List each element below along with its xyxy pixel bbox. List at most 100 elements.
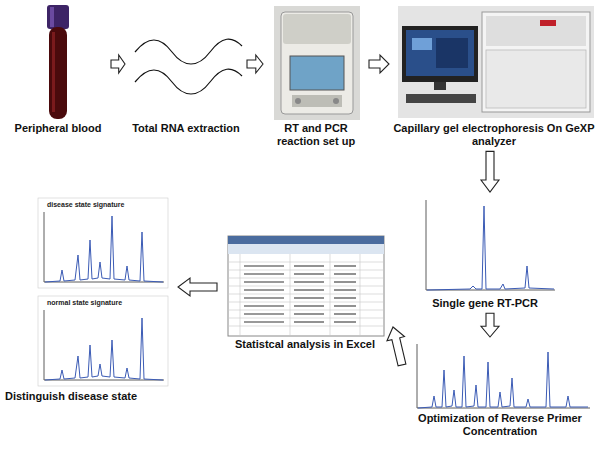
single-gene-chromatogram-part (426, 200, 555, 290)
excel-screenshot-part-part (290, 254, 291, 336)
excel-screenshot (228, 236, 384, 336)
step-caption: Peripheral blood (8, 122, 108, 135)
process-step: Optimization of Reverse Primer Concentra… (405, 340, 595, 438)
blood-tube-part (49, 27, 67, 119)
process-step: Statistcal analysis in Excel (220, 232, 390, 351)
thermocycler-photo-part (281, 12, 353, 114)
excel-screenshot-part-part (334, 321, 356, 323)
single-gene-chromatogram (412, 198, 558, 296)
excel-screenshot-part-part (334, 305, 356, 307)
flow-arrow (369, 55, 389, 73)
excel-screenshot-part-part (244, 313, 284, 315)
gexp-analyzer-photo-part (436, 38, 468, 68)
excel-screenshot-part-part (294, 273, 324, 275)
single-gene-chromatogram-part (427, 206, 554, 290)
excel-screenshot-part-part (228, 262, 384, 263)
excel-screenshot-part-part (228, 286, 384, 287)
excel-screenshot-part-part (228, 310, 384, 311)
excel-screenshot-part-part (244, 281, 284, 283)
thermocycler-photo-part (295, 98, 301, 104)
gexp-analyzer-photo-part (412, 38, 432, 50)
gexp-analyzer-photo-part (398, 6, 594, 118)
process-step: Peripheral blood (8, 4, 108, 135)
optimization-chromatogram-part (418, 352, 588, 408)
excel-screenshot-part-part (228, 326, 384, 327)
blood-tube-part (50, 7, 54, 27)
flow-arrow (111, 55, 125, 73)
excel-screenshot-part (228, 244, 384, 254)
gexp-analyzer-photo-part (406, 30, 474, 76)
excel-screenshot-part-part (334, 281, 356, 283)
signature-chromatograms (38, 198, 168, 386)
excel-screenshot-part (228, 254, 384, 336)
thermocycler-photo-part (283, 14, 351, 44)
excel-screenshot-part-part (240, 254, 241, 336)
process-step: Single gene RT-PCR (410, 195, 560, 310)
excel-screenshot-part-part (330, 254, 331, 336)
gexp-analyzer-photo-part (434, 82, 446, 90)
excel-screenshot-part (228, 236, 384, 244)
process-step: Capillary gel electrophoresis On GeXP an… (392, 4, 596, 148)
process-step: RT and PCR reaction set up (266, 4, 366, 148)
excel-screenshot-part-part (294, 265, 324, 267)
excel-screenshot-part-part (334, 265, 356, 267)
excel-screenshot-part-part (244, 305, 284, 307)
step-caption: Single gene RT-PCR (410, 297, 560, 310)
excel-screenshot-part-part (244, 265, 284, 267)
rna-strands-part (135, 69, 242, 94)
chart-label: disease state signature (47, 201, 124, 209)
gexp-analyzer-photo-part (402, 26, 478, 82)
excel-screenshot-part-part (334, 289, 356, 291)
gexp-analyzer-photo (398, 6, 594, 118)
excel-screenshot-part-part (228, 294, 384, 295)
step-caption: RT and PCR reaction set up (266, 122, 366, 148)
excel-screenshot-part-part (244, 321, 284, 323)
flow-arrow (481, 151, 499, 192)
signature-chromatograms-part (38, 296, 168, 386)
flow-arrow (247, 55, 263, 73)
rna-strands (135, 39, 242, 94)
signature-chromatograms-part (44, 310, 164, 380)
excel-screenshot-part-part (244, 273, 284, 275)
blood-tube (47, 5, 69, 119)
excel-screenshot-part-part (228, 278, 384, 279)
thermocycler-photo-part (292, 95, 342, 107)
excel-screenshot-part-part (360, 254, 361, 336)
signature-chromatograms-part (45, 216, 163, 282)
step-caption: Optimization of Reverse Primer Concentra… (405, 412, 595, 438)
blood-tube-part (52, 32, 55, 112)
gexp-analyzer-photo-part (482, 12, 590, 112)
signature-chromatograms-part (38, 198, 168, 288)
signature-chromatograms-part (44, 212, 164, 282)
process-step: Distinguish disease state (5, 190, 175, 403)
step-caption: Distinguish disease state (5, 390, 175, 403)
gexp-analyzer-photo-part (406, 94, 476, 103)
excel-screenshot-part-part (244, 289, 284, 291)
excel-screenshot-part-part (334, 297, 356, 299)
blood-tube-part (47, 5, 69, 29)
excel-screenshot-part-part (294, 289, 324, 291)
gexp-analyzer-photo-part (486, 16, 586, 46)
flow-arrow (481, 313, 499, 337)
thermocycler-photo-part (290, 56, 344, 90)
thermocycler-photo (274, 6, 360, 120)
thermocycler-photo-part (274, 6, 360, 120)
step-caption: Total RNA extraction (128, 122, 244, 135)
single-gene-chromatogram-part (412, 198, 558, 296)
gexp-analyzer-photo-part (540, 20, 556, 26)
optimization-chromatogram-part (417, 344, 590, 408)
excel-screenshot-part (244, 266, 356, 322)
excel-screenshot-part-part (294, 297, 324, 299)
excel-screenshot-part-part (294, 305, 324, 307)
gexp-analyzer-photo-part (486, 50, 586, 108)
excel-screenshot-part-part (244, 297, 284, 299)
excel-screenshot-part-part (228, 302, 384, 303)
signature-chromatograms-part (45, 318, 163, 380)
thermocycler-photo-part (333, 98, 339, 104)
rna-strands-part (135, 39, 242, 64)
excel-screenshot-part-part (228, 318, 384, 319)
chart-label: normal state signature (47, 299, 122, 307)
excel-screenshot-part-part (334, 273, 356, 275)
